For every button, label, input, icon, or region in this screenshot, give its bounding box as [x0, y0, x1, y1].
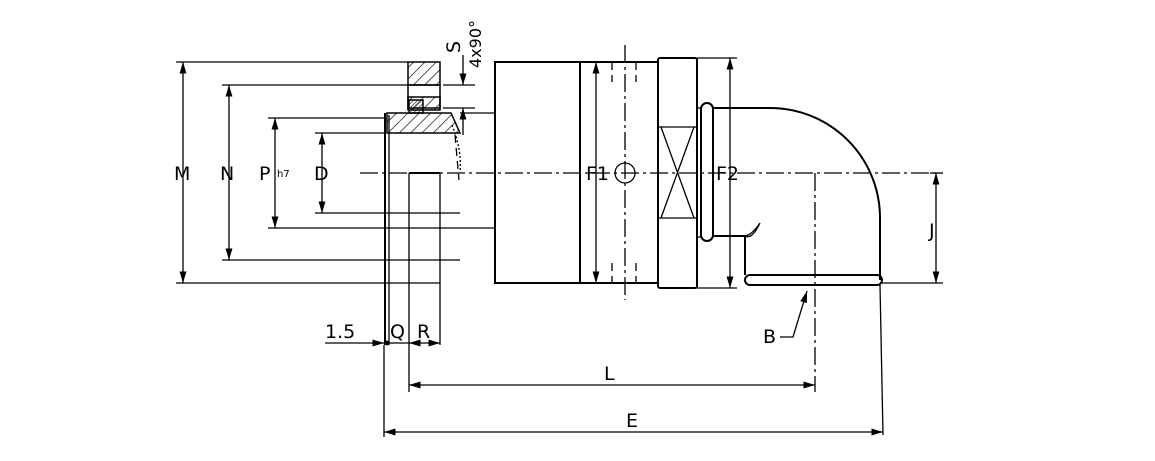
dim-label-f2: F2 [716, 163, 739, 185]
dim-label-p-tolerance: h7 [277, 169, 290, 180]
dim-label-q: Q [390, 321, 405, 343]
flange [384, 61, 495, 392]
joint-body [494, 57, 698, 289]
dim-label-e: E [626, 410, 638, 432]
dim-label-j: J [928, 220, 935, 242]
dim-label-s: S [443, 41, 465, 53]
dim-label-chamfer: 4x90° [466, 20, 485, 68]
horizontal-dimensions [325, 290, 883, 436]
dim-label-m: M [174, 163, 190, 185]
dim-label-n: N [220, 163, 234, 185]
elbow-fitting [383, 102, 884, 437]
dim-label-f1: F1 [586, 163, 609, 185]
extension-lines [176, 61, 495, 284]
dim-label-p: P [259, 163, 270, 185]
dim-label-l: L [604, 363, 615, 385]
dimension-arrows [179, 55, 943, 289]
dim-label-b: B [763, 326, 776, 348]
dim-label-gap: 1.5 [325, 321, 355, 343]
dim-label-d: D [314, 163, 329, 185]
dim-label-r: R [417, 321, 430, 343]
